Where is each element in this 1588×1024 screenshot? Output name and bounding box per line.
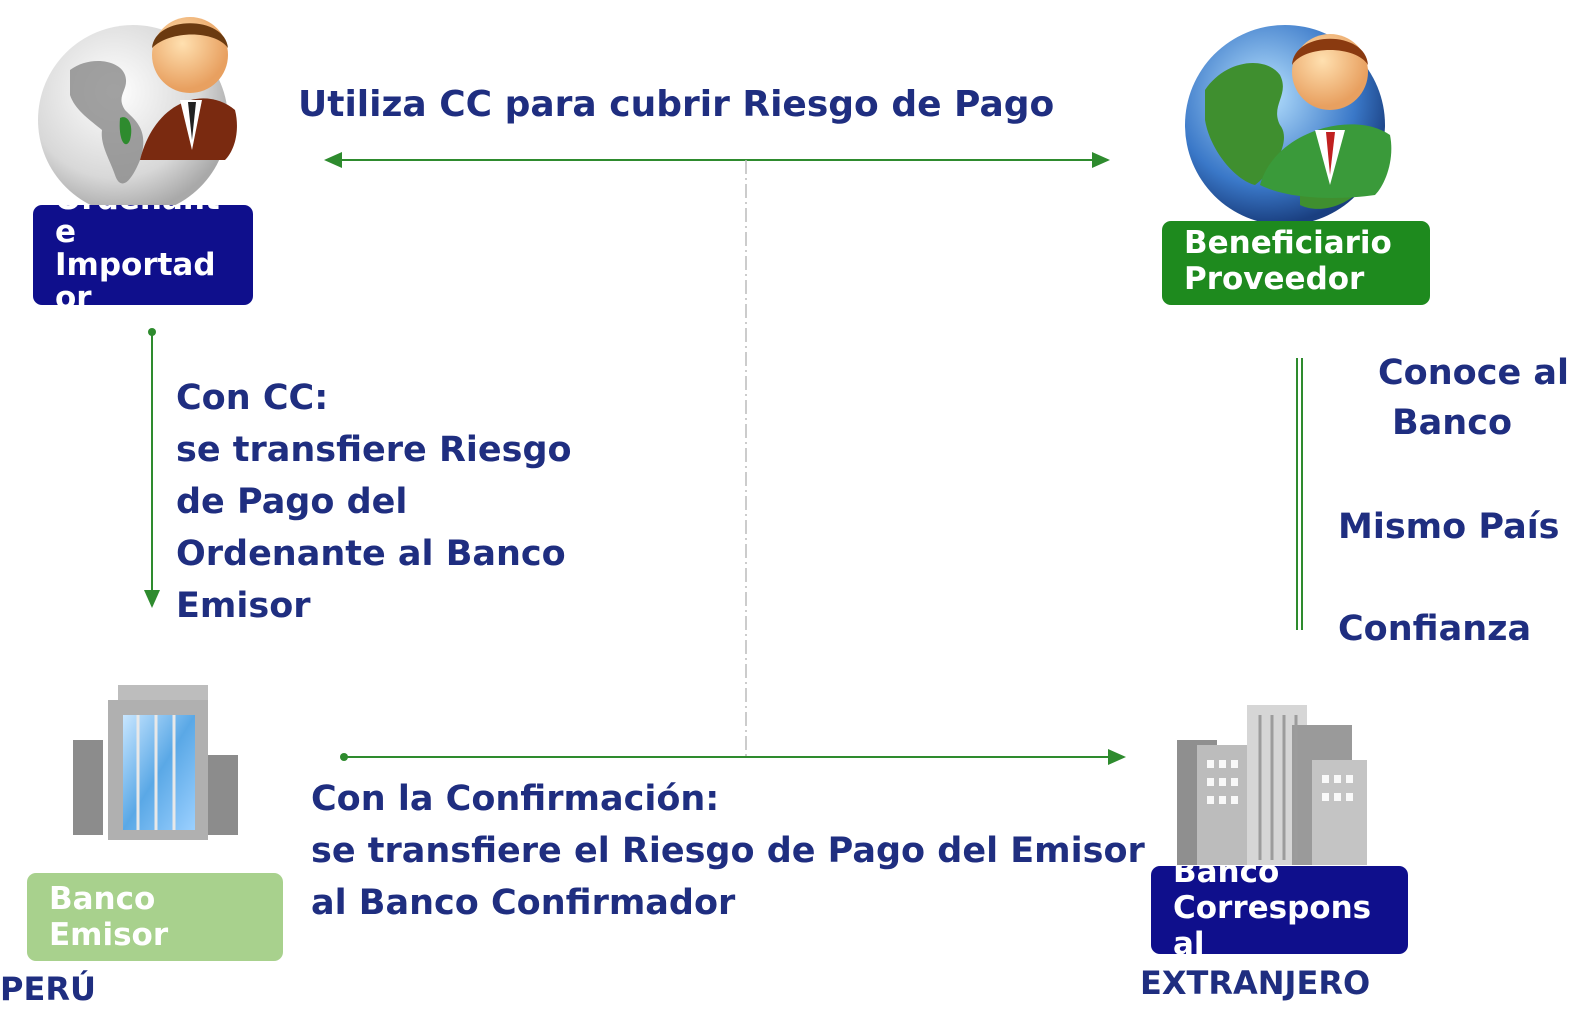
bottom-text-line-1: Con la Confirmación: [311, 779, 720, 819]
place-peru: PERÚ [0, 970, 96, 1008]
left-text-line-3: de Pago del [176, 482, 408, 522]
corresponsal-line-2: Correspons [1173, 890, 1372, 926]
bottom-text-line-2: se transfiere el Riesgo de Pago del Emis… [311, 831, 1145, 871]
banco-emisor-line-1: Banco [49, 881, 156, 917]
beneficiario-label: Beneficiario Proveedor [1162, 221, 1430, 305]
conoce-line-2: Banco [1392, 403, 1513, 443]
ordenante-line-1: Ordenant [55, 205, 253, 216]
ordenante-line-3: Importad [55, 247, 216, 283]
banco-emisor-label: Banco Emisor [27, 873, 283, 961]
left-text-line-5: Emisor [176, 586, 311, 626]
bottom-text: Con la Confirmación: se transfiere el Ri… [311, 773, 1145, 929]
ordenante-line-2: e [55, 214, 77, 250]
bottom-text-line-3: al Banco Confirmador [311, 883, 736, 923]
conoce-line-1: Conoce al [1378, 353, 1569, 393]
person-globe-world-icon [1185, 25, 1392, 225]
left-text: Con CC: se transfiere Riesgo de Pago del… [176, 372, 572, 632]
banco-emisor-line-2: Emisor [49, 917, 169, 953]
mismo-pais: Mismo País [1338, 507, 1560, 547]
city-buildings-icon [1177, 705, 1367, 865]
corresponsal-line-3: al [1173, 926, 1205, 954]
left-text-line-1: Con CC: [176, 378, 329, 418]
beneficiario-line-2: Proveedor [1184, 261, 1365, 297]
left-text-line-4: Ordenante al Banco [176, 534, 566, 574]
ordenante-line-4: or [55, 280, 92, 306]
beneficiario-line-1: Beneficiario [1184, 225, 1392, 261]
banco-corresponsal-label: Banco Correspons al [1151, 866, 1408, 954]
ordenante-label: Ordenant e Importad or [33, 205, 253, 305]
top-arrow-label: Utiliza CC para cubrir Riesgo de Pago [298, 84, 1055, 125]
left-text-line-2: se transfiere Riesgo [176, 430, 572, 470]
confianza: Confianza [1338, 609, 1532, 649]
bank-building-icon [73, 685, 238, 840]
corresponsal-line-1: Banco [1173, 866, 1280, 890]
conoce-al-banco: Conoce al Banco [1378, 348, 1569, 448]
place-extranjero: EXTRANJERO [1140, 964, 1371, 1002]
person-globe-americas-icon [38, 17, 237, 210]
